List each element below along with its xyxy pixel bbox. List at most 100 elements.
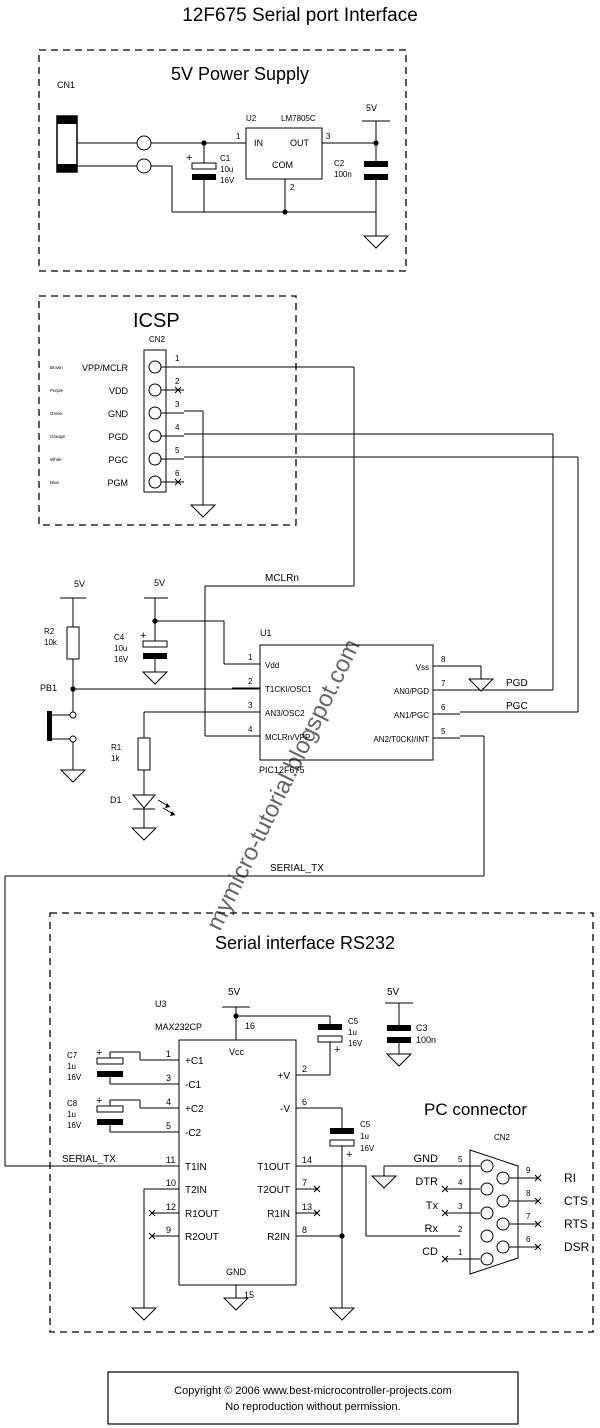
- pc-connector-title: PC connector: [424, 1100, 527, 1119]
- power-supply-border: [38, 49, 407, 272]
- svg-text:+: +: [186, 152, 192, 164]
- db9-pin: [480, 1252, 494, 1266]
- svg-text:MCLRn: MCLRn: [265, 573, 299, 584]
- max232-pin-number: 9: [166, 1225, 171, 1235]
- svg-text:IN: IN: [254, 138, 263, 148]
- max232-pin-number: 2: [302, 1064, 307, 1074]
- rs232-section: Serial interface RS232 PC connector CN2 …: [49, 912, 594, 1333]
- svg-text:16V: 16V: [348, 1039, 363, 1048]
- icsp-signal-label: PGD: [108, 432, 128, 442]
- svg-text:C3: C3: [416, 1023, 428, 1033]
- svg-text:+: +: [140, 630, 146, 642]
- db9-signal-label: CTS: [564, 1194, 588, 1208]
- ground-symbol: [59, 769, 87, 783]
- icsp-wire-color: White: [50, 457, 62, 462]
- max232-pin-number: 5: [166, 1121, 171, 1131]
- pic12f675-chip: [259, 644, 434, 761]
- ground-symbol: [130, 1307, 158, 1321]
- svg-text:R1: R1: [111, 743, 122, 752]
- db9-pin-number: 4: [458, 1178, 463, 1187]
- ground-symbol: [385, 1053, 413, 1067]
- db9-signal-label: Tx: [426, 1200, 439, 1212]
- r1-resistor: [137, 737, 151, 771]
- max232-pin-number: 1: [166, 1049, 171, 1059]
- db9-signal-label: DTR: [415, 1176, 438, 1188]
- c1-capacitor: [191, 162, 217, 170]
- max232-pin-name: T1IN: [185, 1162, 207, 1173]
- db9-pin: [480, 1206, 494, 1220]
- mcu-pin-name: MCLRn/VPP: [265, 733, 310, 742]
- icsp-pin: [148, 452, 162, 466]
- max232-pin-name: +V: [277, 1071, 290, 1082]
- ground-symbol: [141, 671, 169, 685]
- page-title: 12F675 Serial port Interface: [182, 5, 418, 26]
- max232-pin-name: -V: [280, 1104, 290, 1115]
- ground-symbol: [189, 504, 217, 518]
- icsp-pin: [148, 475, 162, 489]
- svg-text:16V: 16V: [67, 1073, 82, 1082]
- mcu-pin-name: AN3/OSC2: [265, 709, 305, 718]
- ground-symbol: [370, 1175, 398, 1189]
- db9-pin-number: 3: [458, 1202, 463, 1211]
- svg-text:C2: C2: [334, 159, 345, 168]
- db9-signal-label: DSR: [564, 1240, 590, 1254]
- svg-text:16V: 16V: [114, 655, 129, 664]
- svg-text:1u: 1u: [67, 1062, 76, 1071]
- icsp-wire-color: Green: [50, 411, 63, 416]
- svg-text:100n: 100n: [334, 170, 352, 179]
- copyright-line-2: No reproduction without permission.: [225, 1401, 400, 1413]
- icsp-border: [38, 295, 297, 526]
- c3-capacitor: [387, 1025, 411, 1031]
- svg-text:U3: U3: [155, 999, 167, 1009]
- db9-pin-number: 6: [526, 1235, 531, 1244]
- power-supply-title: 5V Power Supply: [171, 64, 309, 84]
- mcu-pin-number: 2: [248, 677, 253, 686]
- svg-text:5V: 5V: [228, 987, 241, 998]
- mcu-pin-name: AN0/PGD: [394, 687, 429, 696]
- ground-symbol: [130, 827, 158, 841]
- svg-text:5V: 5V: [74, 579, 85, 589]
- svg-text:1k: 1k: [111, 754, 120, 763]
- c5-top-capacitor: [318, 1024, 342, 1030]
- c5-capacitor: [330, 1128, 354, 1134]
- svg-text:16: 16: [245, 1021, 255, 1031]
- mcu-pin-name: AN1/PGC: [394, 711, 429, 720]
- svg-text:3: 3: [326, 132, 331, 141]
- mcu-pin-name: Vdd: [265, 661, 279, 670]
- icsp-wire-color: Orange: [50, 434, 66, 439]
- db9-pin-number: 8: [526, 1189, 531, 1198]
- r2-resistor: [66, 626, 80, 660]
- mcu-pin-name: AN2/T0CKI/INT: [373, 735, 429, 744]
- icsp-pin-number: 3: [175, 400, 180, 409]
- svg-text:5V: 5V: [154, 578, 165, 588]
- max232-pin-number: 14: [302, 1155, 312, 1165]
- db9-pin: [496, 1171, 510, 1185]
- max232-pin-name: R1IN: [267, 1209, 290, 1220]
- c7-capacitor: [96, 1057, 124, 1065]
- svg-text:1: 1: [236, 132, 241, 141]
- icsp-pin: [148, 360, 162, 374]
- max232-pin-number: 3: [166, 1073, 171, 1083]
- d1-led: [131, 794, 157, 809]
- icsp-wire-color: Blue: [50, 480, 60, 485]
- cn1-terminal: [136, 135, 152, 151]
- max232-pin-number: 4: [166, 1097, 171, 1107]
- svg-text:SERIAL_TX: SERIAL_TX: [62, 1154, 116, 1165]
- svg-text:16V: 16V: [67, 1121, 82, 1130]
- lm7805-regulator: [245, 127, 323, 180]
- svg-text:5V: 5V: [366, 103, 377, 113]
- svg-text:5V: 5V: [387, 987, 400, 998]
- icsp-wire-color: Purple: [50, 388, 64, 393]
- svg-text:16V: 16V: [220, 176, 235, 185]
- svg-text:CN2: CN2: [149, 335, 166, 344]
- svg-text:OUT: OUT: [290, 138, 310, 148]
- icsp-signal-label: GND: [108, 409, 129, 419]
- mcu-pin-number: 1: [248, 653, 253, 662]
- svg-text:2: 2: [290, 183, 295, 192]
- pb1-pushbutton: [47, 711, 52, 741]
- svg-text:1u: 1u: [360, 1132, 369, 1141]
- svg-text:C1: C1: [220, 154, 231, 163]
- db9-signal-label: Rx: [425, 1223, 439, 1235]
- db9-signal-label: RTS: [564, 1217, 588, 1231]
